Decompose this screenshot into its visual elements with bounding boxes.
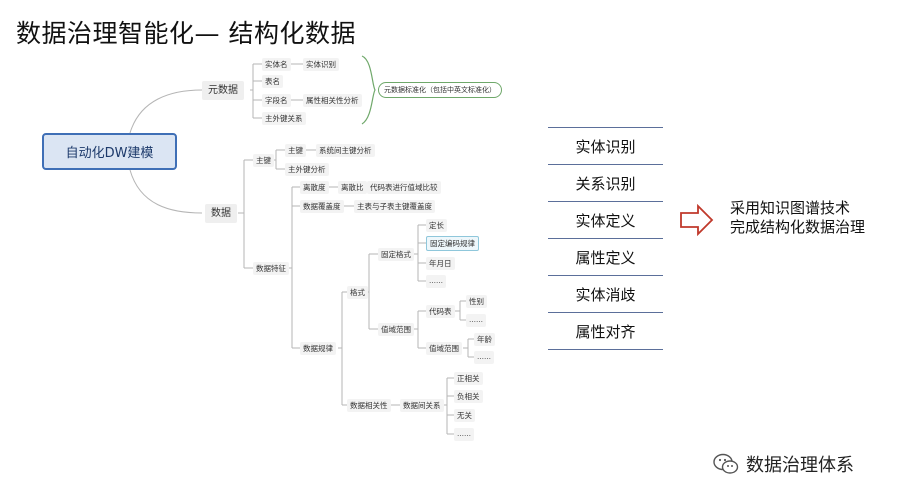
process-item: 实体消歧 (548, 275, 663, 312)
node-features: 数据特征 (253, 262, 289, 275)
node-key: 主键 (253, 154, 274, 167)
node-none: 无关 (454, 409, 475, 422)
node-value-range-sub: 值域范围 (426, 342, 462, 355)
process-item: 实体识别 (548, 127, 663, 164)
node-foreign-key-analysis: 主外键分析 (285, 163, 329, 176)
process-item: 属性对齐 (548, 312, 663, 350)
node-coverage: 数据覆盖度 (300, 200, 344, 213)
node-format-more: …… (426, 275, 446, 288)
node-correlation: 数据相关性 (347, 399, 391, 412)
node-pk-fk: 主外键关系 (262, 112, 306, 125)
wechat-icon (713, 453, 739, 474)
process-item: 属性定义 (548, 238, 663, 275)
node-field-name: 字段名 (262, 94, 291, 107)
mindmap-root: 自动化DW建模 (42, 133, 177, 170)
watermark-text: 数据治理体系 (746, 455, 854, 476)
conclusion-text: 采用知识图谱技术 完成结构化数据治理 (730, 199, 865, 237)
process-item: 关系识别 (548, 164, 663, 201)
node-code-table-compare: 代码表进行值域比较 (367, 181, 441, 194)
node-gender: 性别 (466, 295, 487, 308)
page-title: 数据治理智能化— 结构化数据 (16, 19, 356, 48)
node-attribute-analysis: 属性相关性分析 (303, 94, 362, 107)
node-metadata: 元数据 (202, 81, 244, 100)
node-fixed-length: 定长 (426, 219, 447, 232)
node-primary-key: 主键 (285, 144, 306, 157)
node-master-child-coverage: 主表与子表主键覆盖度 (354, 200, 435, 213)
node-relation-more: …… (454, 428, 474, 441)
node-data: 数据 (205, 204, 237, 223)
node-negative: 负相关 (454, 390, 483, 403)
process-list: 实体识别 关系识别 实体定义 属性定义 实体消歧 属性对齐 (548, 127, 663, 350)
conclusion-line-2: 完成结构化数据治理 (730, 218, 866, 236)
arrow-right-icon (680, 204, 714, 236)
node-discreteness: 离散度 (300, 181, 329, 194)
node-fixed-code-rule: 固定编码规律 (426, 236, 479, 251)
watermark: 数据治理体系 (712, 451, 854, 477)
node-system-pk-analysis: 系统间主键分析 (316, 144, 375, 157)
node-age: 年龄 (474, 333, 495, 346)
node-positive: 正相关 (454, 372, 483, 385)
node-inter-data-relation: 数据间关系 (400, 399, 444, 412)
process-item: 实体定义 (548, 201, 663, 238)
node-year-month-day: 年月日 (426, 257, 455, 270)
node-pattern: 数据规律 (300, 342, 336, 355)
node-format: 格式 (347, 286, 368, 299)
node-code-table: 代码表 (426, 305, 455, 318)
conclusion-line-1: 采用知识图谱技术 (730, 199, 851, 217)
node-entity-name: 实体名 (262, 58, 291, 71)
node-code-more: …… (466, 314, 486, 327)
node-entity-recognition: 实体识别 (303, 58, 339, 71)
node-value-range: 值域范围 (378, 323, 414, 336)
node-discrete-ratio: 离散比 (338, 181, 367, 194)
node-fixed-format: 固定格式 (378, 248, 414, 261)
node-range-more: …… (474, 351, 494, 364)
node-table-name: 表名 (262, 75, 283, 88)
summary-metadata-standardization: 元数据标准化（包括中英文标准化） (378, 82, 502, 98)
